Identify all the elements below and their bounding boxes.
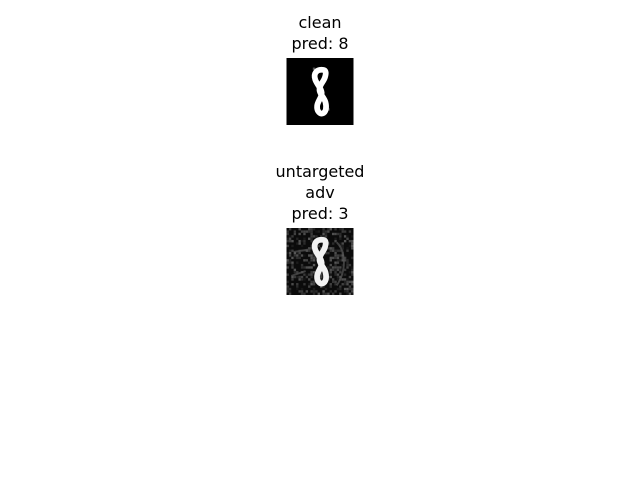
clean-title-line-1: clean: [298, 13, 342, 32]
adversarial-panel-title: untargeted adv pred: 3: [0, 161, 640, 224]
clean-panel-title: clean pred: 8: [0, 12, 640, 54]
adversarial-title-line-1: untargeted: [275, 162, 365, 181]
adversarial-title-line-2: adv: [305, 183, 335, 202]
adversarial-title-line-3: pred: 3: [291, 204, 349, 223]
clean-digit-image: [286, 58, 354, 125]
adversarial-digit-image: [286, 228, 354, 295]
clean-title-line-2: pred: 8: [291, 34, 349, 53]
